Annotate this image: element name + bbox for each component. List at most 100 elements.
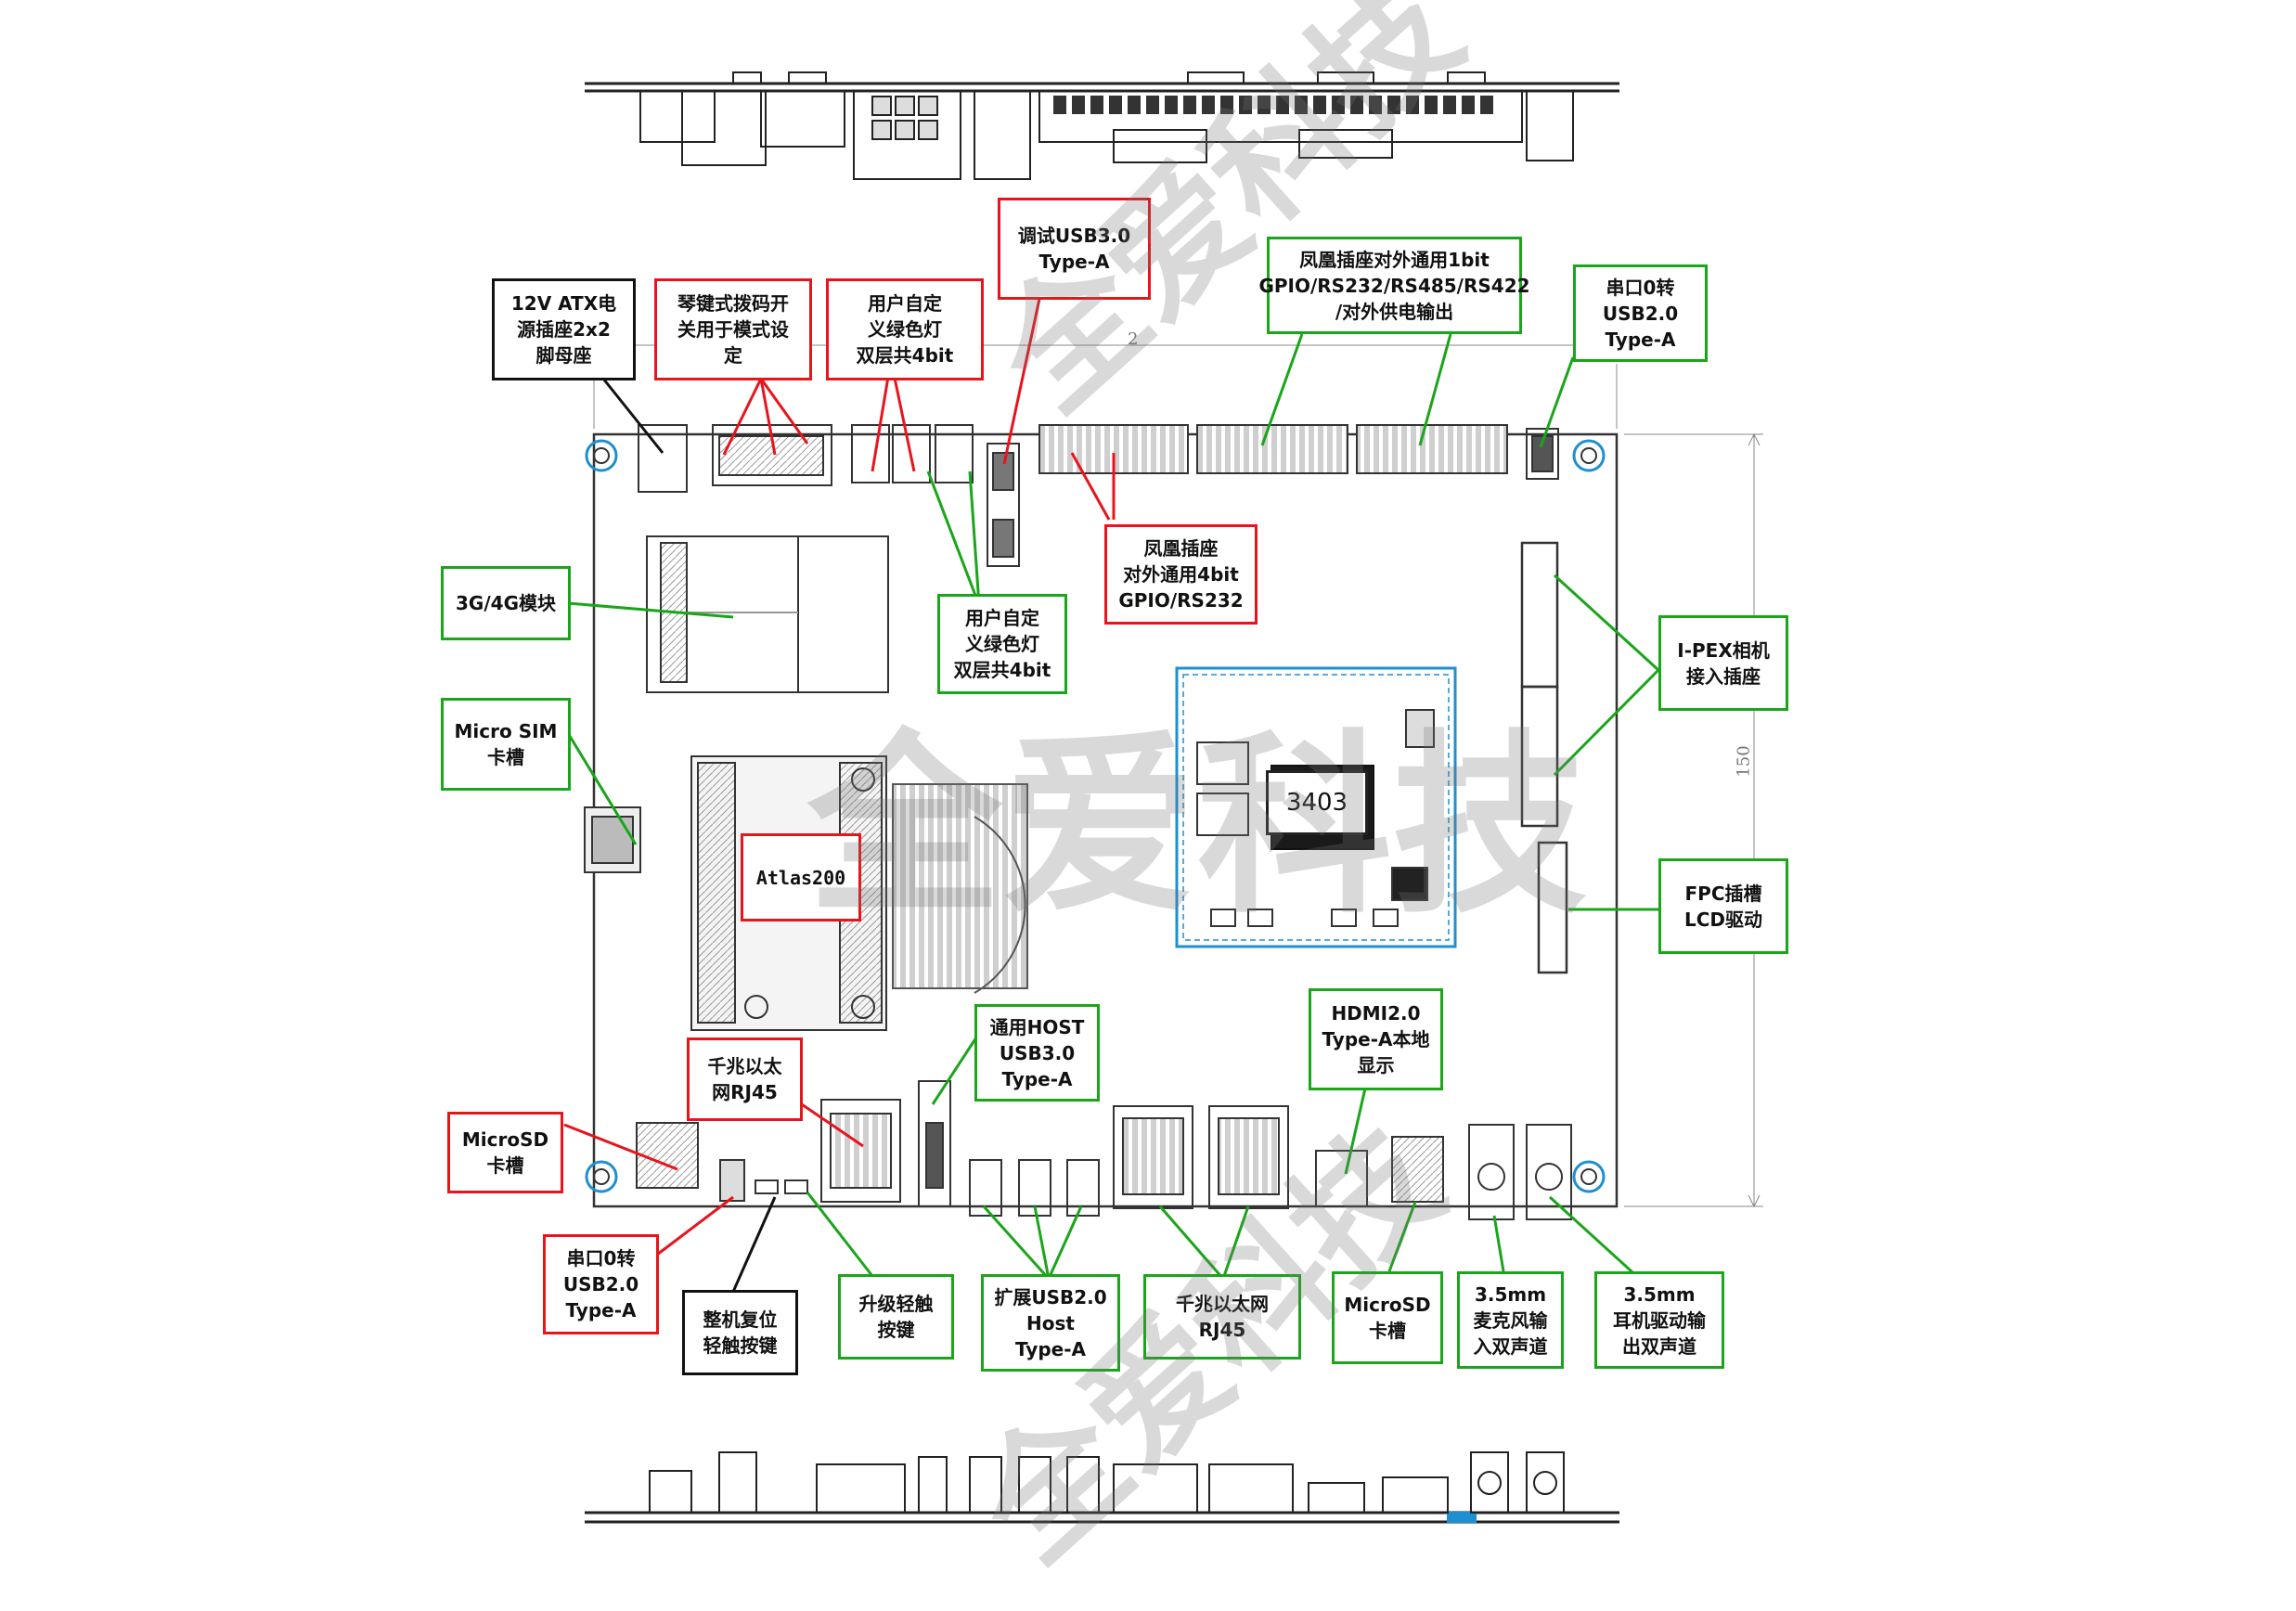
led-mid-line-3: 双层共4bit: [953, 659, 1051, 681]
dip-line-3: 定: [724, 344, 742, 367]
led-mid-line-2: 义绿色灯: [965, 633, 1039, 655]
phoenix4-line-3: GPIO/RS232: [1118, 589, 1244, 612]
upgrade-line-1: 升级轻触: [858, 1293, 934, 1315]
rj45-a-line-2: 网RJ45: [712, 1081, 778, 1103]
callout-microsd-right: MicroSD 卡槽: [1332, 1271, 1443, 1364]
hdmi-line-1: HDMI2.0: [1331, 1002, 1421, 1025]
callout-earphone-jack: 3.5mm 耳机驱动输 出双声道: [1594, 1271, 1724, 1369]
usb30-dbg-line-2: Type-A: [1038, 251, 1110, 273]
bottom-side-view: [585, 1451, 1619, 1524]
mic-line-2: 麦克风输: [1473, 1308, 1548, 1332]
callout-hdmi: HDMI2.0 Type-A本地 显示: [1309, 988, 1443, 1090]
usb-host-line-3: Type-A: [1001, 1067, 1073, 1090]
microsd-r-line-2: 卡槽: [1369, 1320, 1406, 1342]
callout-upgrade-button: 升级轻触 按键: [838, 1274, 954, 1360]
usb20-line-3: Type-A: [1015, 1337, 1086, 1360]
chip-label: 3403: [1266, 770, 1368, 835]
dip-line-2: 关用于模式设: [677, 318, 789, 341]
usb30-dbg-line-1: 调试USB3.0: [1017, 225, 1131, 247]
dimension-width-label: 2: [1128, 329, 1139, 349]
hdmi-line-3: 显示: [1357, 1054, 1395, 1076]
phoenix1-line-3: /对外供电输出: [1335, 300, 1454, 323]
callout-3g-4g-module: 3G/4G模块: [441, 566, 571, 640]
callout-uart-usb-top: 串口0转 USB2.0 Type-A: [1573, 264, 1708, 362]
rj45-b-line-2: RJ45: [1198, 1319, 1246, 1341]
ear-line-1: 3.5mm: [1623, 1282, 1696, 1306]
phoenix4-line-2: 对外通用4bit: [1123, 563, 1239, 586]
led-top-line-1: 用户自定: [868, 292, 942, 315]
mic-line-3: 入双声道: [1473, 1334, 1548, 1358]
sim-line-1: Micro SIM: [454, 720, 558, 742]
bottom-edge-connectors: [636, 1080, 1572, 1220]
phoenix4-line-1: 凤凰插座: [1143, 537, 1219, 560]
callout-user-led-top: 用户自定 义绿色灯 双层共4bit: [826, 278, 984, 380]
callout-uart-usb-bottom: 串口0转 USB2.0 Type-A: [543, 1234, 659, 1334]
compute-module: [1175, 666, 1457, 948]
dip-line-1: 琴键式拨码开: [677, 292, 789, 315]
ipex-line-2: 接入插座: [1686, 664, 1761, 688]
microsd-l-line-2: 卡槽: [486, 1154, 524, 1177]
callout-fpc-lcd: FPC插槽 LCD驱动: [1658, 858, 1788, 954]
top-connector-row: [1053, 96, 1493, 114]
ear-line-2: 耳机驱动输: [1613, 1308, 1706, 1332]
callout-atlas200: Atlas200: [741, 833, 861, 921]
usb20-line-2: Host: [1026, 1311, 1075, 1334]
dimension-height-label: 150: [1734, 745, 1754, 778]
atx-line-1: 12V ATX电: [510, 292, 617, 315]
ipex-line-1: I-PEX相机: [1677, 638, 1770, 662]
callout-atx-power: 12V ATX电 源插座2x2 脚母座: [492, 278, 636, 380]
upgrade-line-2: 按键: [877, 1319, 915, 1341]
uart-top-line-3: Type-A: [1605, 328, 1676, 351]
uart-bot-line-1: 串口0转: [566, 1247, 636, 1269]
mounting-holes: [585, 439, 1606, 1193]
module-4g-outline: [646, 535, 889, 693]
atlas200-label: Atlas200: [755, 866, 846, 889]
atx-line-3: 脚母座: [535, 344, 592, 367]
leader-lines-black: [601, 378, 777, 1293]
led-top-line-2: 义绿色灯: [868, 318, 942, 341]
uart-top-line-1: 串口0转: [1606, 276, 1675, 299]
fpc-line-2: LCD驱动: [1683, 908, 1763, 931]
phoenix1-line-2: GPIO/RS232/RS485/RS422: [1258, 274, 1530, 297]
callout-reset-button: 整机复位 轻触按键: [682, 1290, 798, 1375]
rj45-b-line-1: 千兆以太网: [1176, 1293, 1269, 1315]
usb20-line-1: 扩展USB2.0: [994, 1285, 1107, 1308]
mic-line-1: 3.5mm: [1474, 1282, 1547, 1306]
callout-rj45-left: 千兆以太 网RJ45: [687, 1037, 803, 1121]
hdmi-line-2: Type-A本地: [1322, 1028, 1430, 1050]
ipex-fpc-connectors: [1520, 541, 1568, 974]
phoenix1-line-1: 凤凰插座对外通用1bit: [1299, 248, 1490, 271]
callout-dip-switch: 琴键式拨码开 关用于模式设 定: [654, 278, 812, 380]
callout-phoenix-4bit: 凤凰插座 对外通用4bit GPIO/RS232: [1104, 524, 1258, 625]
uart-bot-line-2: USB2.0: [562, 1273, 639, 1295]
microsd-l-line-1: MicroSD: [461, 1128, 549, 1151]
callout-mic-jack: 3.5mm 麦克风输 入双声道: [1457, 1271, 1564, 1369]
callout-debug-usb30: 调试USB3.0 Type-A: [998, 198, 1151, 300]
callout-micro-sim: Micro SIM 卡槽: [441, 698, 571, 791]
uart-top-line-2: USB2.0: [1602, 302, 1679, 325]
callout-usb-host: 通用HOST USB3.0 Type-A: [974, 1004, 1100, 1102]
rj45-a-line-1: 千兆以太: [707, 1055, 782, 1077]
callout-microsd-left: MicroSD 卡槽: [447, 1112, 563, 1193]
top-side-view: [585, 71, 1619, 180]
led-top-line-3: 双层共4bit: [856, 344, 954, 367]
module-4g-line-1: 3G/4G模块: [456, 592, 556, 614]
sim-slot-outline: [584, 806, 641, 873]
usb-host-line-1: 通用HOST: [989, 1015, 1085, 1038]
callout-user-led-mid: 用户自定 义绿色灯 双层共4bit: [937, 594, 1067, 694]
ear-line-3: 出双声道: [1622, 1334, 1696, 1358]
callout-rj45-right: 千兆以太网 RJ45: [1143, 1274, 1301, 1360]
led-mid-line-1: 用户自定: [965, 607, 1039, 629]
uart-bot-line-3: Type-A: [565, 1299, 637, 1321]
reset-line-1: 整机复位: [703, 1308, 778, 1331]
top-edge-connectors: [638, 424, 1559, 567]
reset-line-2: 轻触按键: [703, 1334, 778, 1357]
callout-phoenix-1bit: 凤凰插座对外通用1bit GPIO/RS232/RS485/RS422 /对外供…: [1258, 237, 1530, 334]
atx-line-2: 源插座2x2: [517, 318, 611, 341]
usb-host-line-2: USB3.0: [999, 1041, 1076, 1064]
fpc-line-1: FPC插槽: [1684, 882, 1762, 905]
callout-usb20-host: 扩展USB2.0 Host Type-A: [981, 1274, 1120, 1372]
sim-line-2: 卡槽: [487, 746, 524, 768]
